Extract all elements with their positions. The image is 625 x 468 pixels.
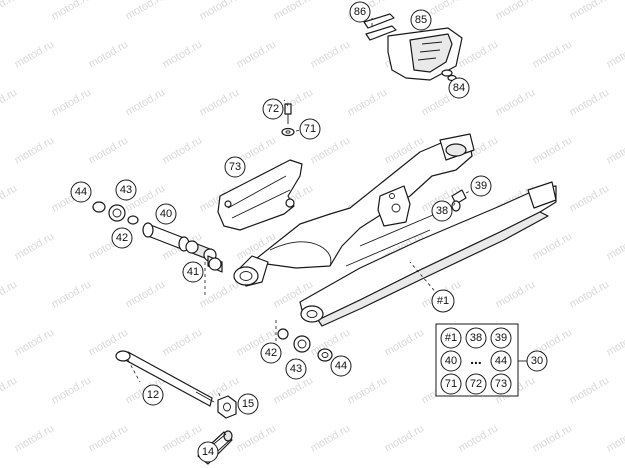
- svg-text:12: 12: [147, 389, 159, 401]
- callout-43-top[interactable]: 43: [115, 179, 137, 201]
- callout-84[interactable]: 84: [448, 77, 470, 99]
- callout-86[interactable]: 86: [349, 1, 371, 23]
- svg-text:40: 40: [445, 355, 457, 367]
- svg-text:86: 86: [354, 6, 366, 18]
- svg-text:39: 39: [475, 180, 487, 192]
- svg-text:#1: #1: [445, 332, 457, 344]
- svg-text:40: 40: [160, 208, 172, 220]
- swingarm: [233, 133, 557, 327]
- callout-42-top[interactable]: 42: [111, 227, 133, 249]
- svg-text:42: 42: [116, 232, 128, 244]
- svg-text:44: 44: [75, 186, 87, 198]
- svg-text:71: 71: [445, 378, 457, 390]
- kit-item-44[interactable]: 44: [490, 350, 512, 372]
- callout-85[interactable]: 85: [410, 9, 432, 31]
- callout-1[interactable]: #1: [431, 289, 455, 313]
- callout-73[interactable]: 73: [224, 156, 246, 178]
- callout-43-bottom[interactable]: 43: [285, 358, 307, 380]
- kit-item-38[interactable]: 38: [465, 327, 487, 349]
- kit-item-1[interactable]: #1: [440, 327, 462, 349]
- callout-42-bottom[interactable]: 42: [260, 342, 282, 364]
- svg-text:43: 43: [120, 184, 132, 196]
- svg-text:73: 73: [495, 378, 507, 390]
- svg-text:42: 42: [265, 347, 277, 359]
- svg-text:14: 14: [202, 446, 214, 458]
- bolt-72: [284, 103, 292, 124]
- pivot-shaft: [115, 350, 215, 407]
- svg-text:39: 39: [495, 332, 507, 344]
- svg-text:44: 44: [495, 355, 507, 367]
- callout-38[interactable]: 38: [431, 200, 453, 222]
- kit-item-40[interactable]: 40: [440, 350, 462, 372]
- svg-text:73: 73: [229, 161, 241, 173]
- washer-38: [451, 200, 461, 212]
- kit-ellipsis: ...: [470, 351, 482, 367]
- callout-72[interactable]: 72: [262, 98, 284, 120]
- nut-15: [217, 395, 237, 419]
- kit-item-73[interactable]: 73: [490, 373, 512, 395]
- svg-text:30: 30: [531, 355, 543, 367]
- svg-text:44: 44: [335, 360, 347, 372]
- svg-text:85: 85: [415, 14, 427, 26]
- callout-14[interactable]: 14: [197, 441, 219, 463]
- callout-71[interactable]: 71: [299, 118, 321, 140]
- callout-12[interactable]: 12: [142, 384, 164, 406]
- kit-item-71[interactable]: 71: [440, 373, 462, 395]
- svg-text:72: 72: [470, 378, 482, 390]
- svg-text:#1: #1: [437, 295, 449, 307]
- callout-44-bottom[interactable]: 44: [330, 355, 352, 377]
- svg-text:43: 43: [290, 363, 302, 375]
- kit-item-39[interactable]: 39: [490, 327, 512, 349]
- svg-text:41: 41: [187, 266, 199, 278]
- callout-40[interactable]: 40: [155, 203, 177, 225]
- callout-39[interactable]: 39: [470, 175, 492, 197]
- chain-guide-assembly: [363, 13, 463, 82]
- svg-text:38: 38: [436, 205, 448, 217]
- chain-slider: [217, 159, 303, 231]
- callout-44-top[interactable]: 44: [70, 181, 92, 203]
- svg-text:72: 72: [267, 103, 279, 115]
- callout-41[interactable]: 41: [182, 261, 204, 283]
- pivot-stack-right: [277, 328, 333, 362]
- kit-item-72[interactable]: 72: [465, 373, 487, 395]
- pivot-stack-left: [92, 201, 223, 273]
- svg-text:15: 15: [242, 398, 254, 410]
- svg-text:38: 38: [470, 332, 482, 344]
- washer-71: [281, 127, 295, 137]
- callout-30[interactable]: 30: [526, 350, 548, 372]
- callout-15[interactable]: 15: [237, 393, 259, 415]
- svg-text:84: 84: [453, 82, 465, 94]
- svg-text:71: 71: [304, 123, 316, 135]
